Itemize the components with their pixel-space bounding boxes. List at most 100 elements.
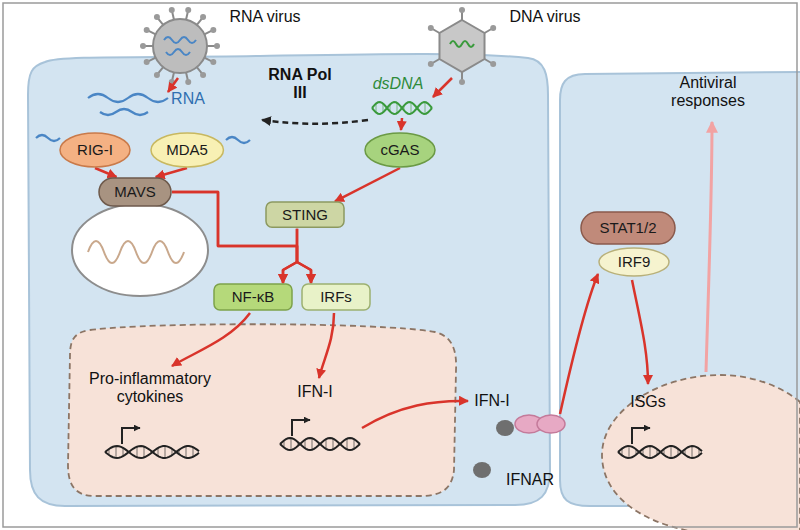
molecule-label: RNA [171,90,205,108]
node-shape [365,133,435,167]
dna-rung [650,446,651,458]
outcome-label: Antiviral responses [653,74,763,111]
sensor-ellipse: cGAS [364,132,436,168]
dna-rung [347,439,348,450]
virus-spike-tip [169,7,175,13]
gene-label: ISGs [630,393,666,411]
virus-spike-tip [154,14,160,20]
dna-strand [618,446,702,458]
entry-arrow [433,78,452,97]
signal-arrow [335,168,400,201]
dna-rung [193,447,194,457]
frame [3,3,797,527]
dna-rung [312,438,313,449]
virus-spike-tip [185,7,191,13]
dna-strand [372,102,432,114]
signalling-arrow [632,280,648,384]
response-arrow [706,122,712,372]
viral-rna [164,37,196,55]
virus-spike-tip [140,43,146,49]
rna-strand [226,137,250,143]
dna-rung [165,446,166,458]
node-label: STAT1/2 [600,219,657,236]
dna-helices [105,102,702,458]
sensor-ellipse: MDA5 [150,132,224,168]
virus-spikes [140,7,220,85]
signal-arrow [95,168,117,177]
node-label: MAVS [114,183,155,200]
signal-arrow [156,168,187,177]
dna-strand [372,102,432,114]
node-shape [151,133,223,167]
rna-virus [153,19,207,73]
dna-rung [326,439,327,449]
virus-spike-tip [490,25,496,31]
molecule-label: dsDNA [373,75,424,93]
transcription-factor-box: NF-κB [213,283,293,311]
signal-arrow [297,229,311,283]
dna-rung [291,438,292,450]
transcription-start [122,428,140,444]
dna-strand [280,438,360,450]
node-shape [214,284,292,310]
dna-rung [411,102,412,113]
virus-spike-tip [144,27,150,33]
dna-rung [144,447,145,458]
virus-spike-tip [428,25,434,31]
dna-rung [333,439,334,450]
dna-rung [425,102,426,114]
virus-spike-tip [210,59,216,65]
transcription-start [632,428,650,444]
dna-rung [397,103,398,113]
node-label: IRFs [320,288,352,305]
dna-rung [629,446,630,458]
rna-strand [36,135,60,141]
dna-virus [439,20,484,72]
signal-arrow [283,229,297,283]
gene-product-label: Pro-inflammatory cytokines [75,370,225,407]
enzyme-label: RNA Pol III [265,66,335,103]
adaptor-box: STING [265,201,345,228]
rna-strand [88,94,168,102]
virus-spike-tip [200,14,206,20]
node-shape [60,133,130,167]
dna-strand [280,438,360,450]
ifn-ligand [473,462,491,478]
cytokine-label: IFN-I [474,392,510,410]
transcription-arrow [172,313,250,366]
dna-rung [692,446,693,458]
virus-spike-tip [144,59,150,65]
dna-rung [354,439,355,449]
dna-strand [105,446,199,458]
secretion-arrow [362,401,468,428]
ifn-ligand [496,420,514,436]
node-shape [99,178,171,206]
host-cell [28,54,550,506]
node-shape [266,202,344,227]
dna-rung [116,446,117,458]
gene-product-label: IFN-I [297,383,333,401]
signalling-arrow [560,274,598,414]
ifnar-receptor [537,415,565,433]
node-label: IRF9 [618,253,651,270]
node-label: NF-κB [232,288,275,305]
dna-rung [671,446,672,458]
node-label: STING [282,206,328,223]
transcription-factor-box: IRFs [301,283,371,311]
receptor-label: IFNAR [506,471,554,489]
transcription-arrow [319,313,334,378]
virus-spike-tip [185,79,191,85]
mitochondrion-cristae [88,241,184,263]
virus-spike-tip [490,61,496,67]
virus-label: RNA virus [229,8,300,26]
stat-complex: STAT1/2 [580,211,676,245]
virus-label: DNA virus [509,8,580,26]
sensor-ellipse: RIG-I [59,132,131,168]
dna-strand [618,446,702,458]
virus-spikes [428,7,496,85]
dna-rung [137,447,138,458]
adaptor-protein: MAVS [98,177,172,207]
dna-rung [186,446,187,458]
virus-spike-tip [459,7,465,13]
